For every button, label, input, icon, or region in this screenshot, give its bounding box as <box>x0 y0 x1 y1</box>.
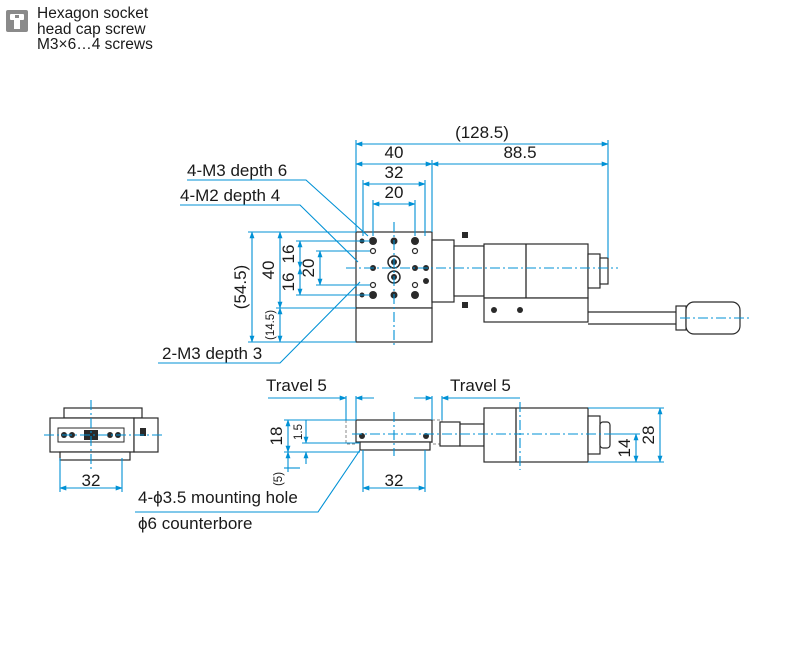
legend-line-3: M3×6…4 screws <box>37 36 153 53</box>
dim-18: 18 <box>267 427 286 446</box>
motor-bracket <box>483 297 589 323</box>
travel-right: Travel 5 <box>450 376 511 395</box>
callout-m2-depth4: 4-M2 depth 4 <box>180 186 280 205</box>
end-stage-top <box>63 407 143 419</box>
dim-16-upper: 16 <box>279 245 298 264</box>
dim-14-5: (14.5) <box>265 310 277 340</box>
dim-32: 32 <box>385 163 404 182</box>
dim-14: 14 <box>615 439 634 458</box>
end-view: 32 <box>44 400 164 492</box>
dim-28: 28 <box>639 426 658 445</box>
hex-socket-screw-icon <box>6 10 28 32</box>
dim-motor-length: 88.5 <box>503 143 536 162</box>
side-stage-base <box>359 441 431 451</box>
legend-text: Hexagon socket head cap screw M3×6…4 scr… <box>37 6 237 53</box>
callout-counterbore: ϕ6 counterbore <box>138 514 252 533</box>
dim-stage-height: 40 <box>259 261 278 280</box>
coupling <box>431 239 455 303</box>
top-view: (128.5) 40 88.5 32 20 (54.5) 40 (14.5) 1… <box>158 123 752 364</box>
dim-total-length: (128.5) <box>455 123 509 142</box>
side-dim-32: 32 <box>385 471 404 490</box>
dim-5: (5) <box>273 472 285 486</box>
callout-m3-depth3: 2-M3 depth 3 <box>162 344 262 363</box>
dim-stage-width: 40 <box>385 143 404 162</box>
dim-16-lower: 16 <box>279 273 298 292</box>
motor-body <box>483 243 589 299</box>
end-dim-32: 32 <box>82 471 101 490</box>
dim-total-height: (54.5) <box>231 265 250 309</box>
side-view: Travel 5 Travel 5 18 1.5 (5) 32 14 28 4-… <box>135 376 664 533</box>
dim-20-vertical: 20 <box>299 259 318 278</box>
callout-mounting-hole: 4-ϕ3.5 mounting hole <box>138 488 298 507</box>
legend-line-2: head cap screw <box>37 20 146 38</box>
dim-1-5: 1.5 <box>293 424 305 440</box>
legend-line-1: Hexagon socket <box>37 5 149 22</box>
side-motor-body <box>483 407 589 463</box>
motor-flange <box>453 245 485 297</box>
callout-m3-depth6: 4-M3 depth 6 <box>187 161 287 180</box>
end-stage-base <box>59 451 131 461</box>
dim-20: 20 <box>385 183 404 202</box>
travel-left: Travel 5 <box>266 376 327 395</box>
